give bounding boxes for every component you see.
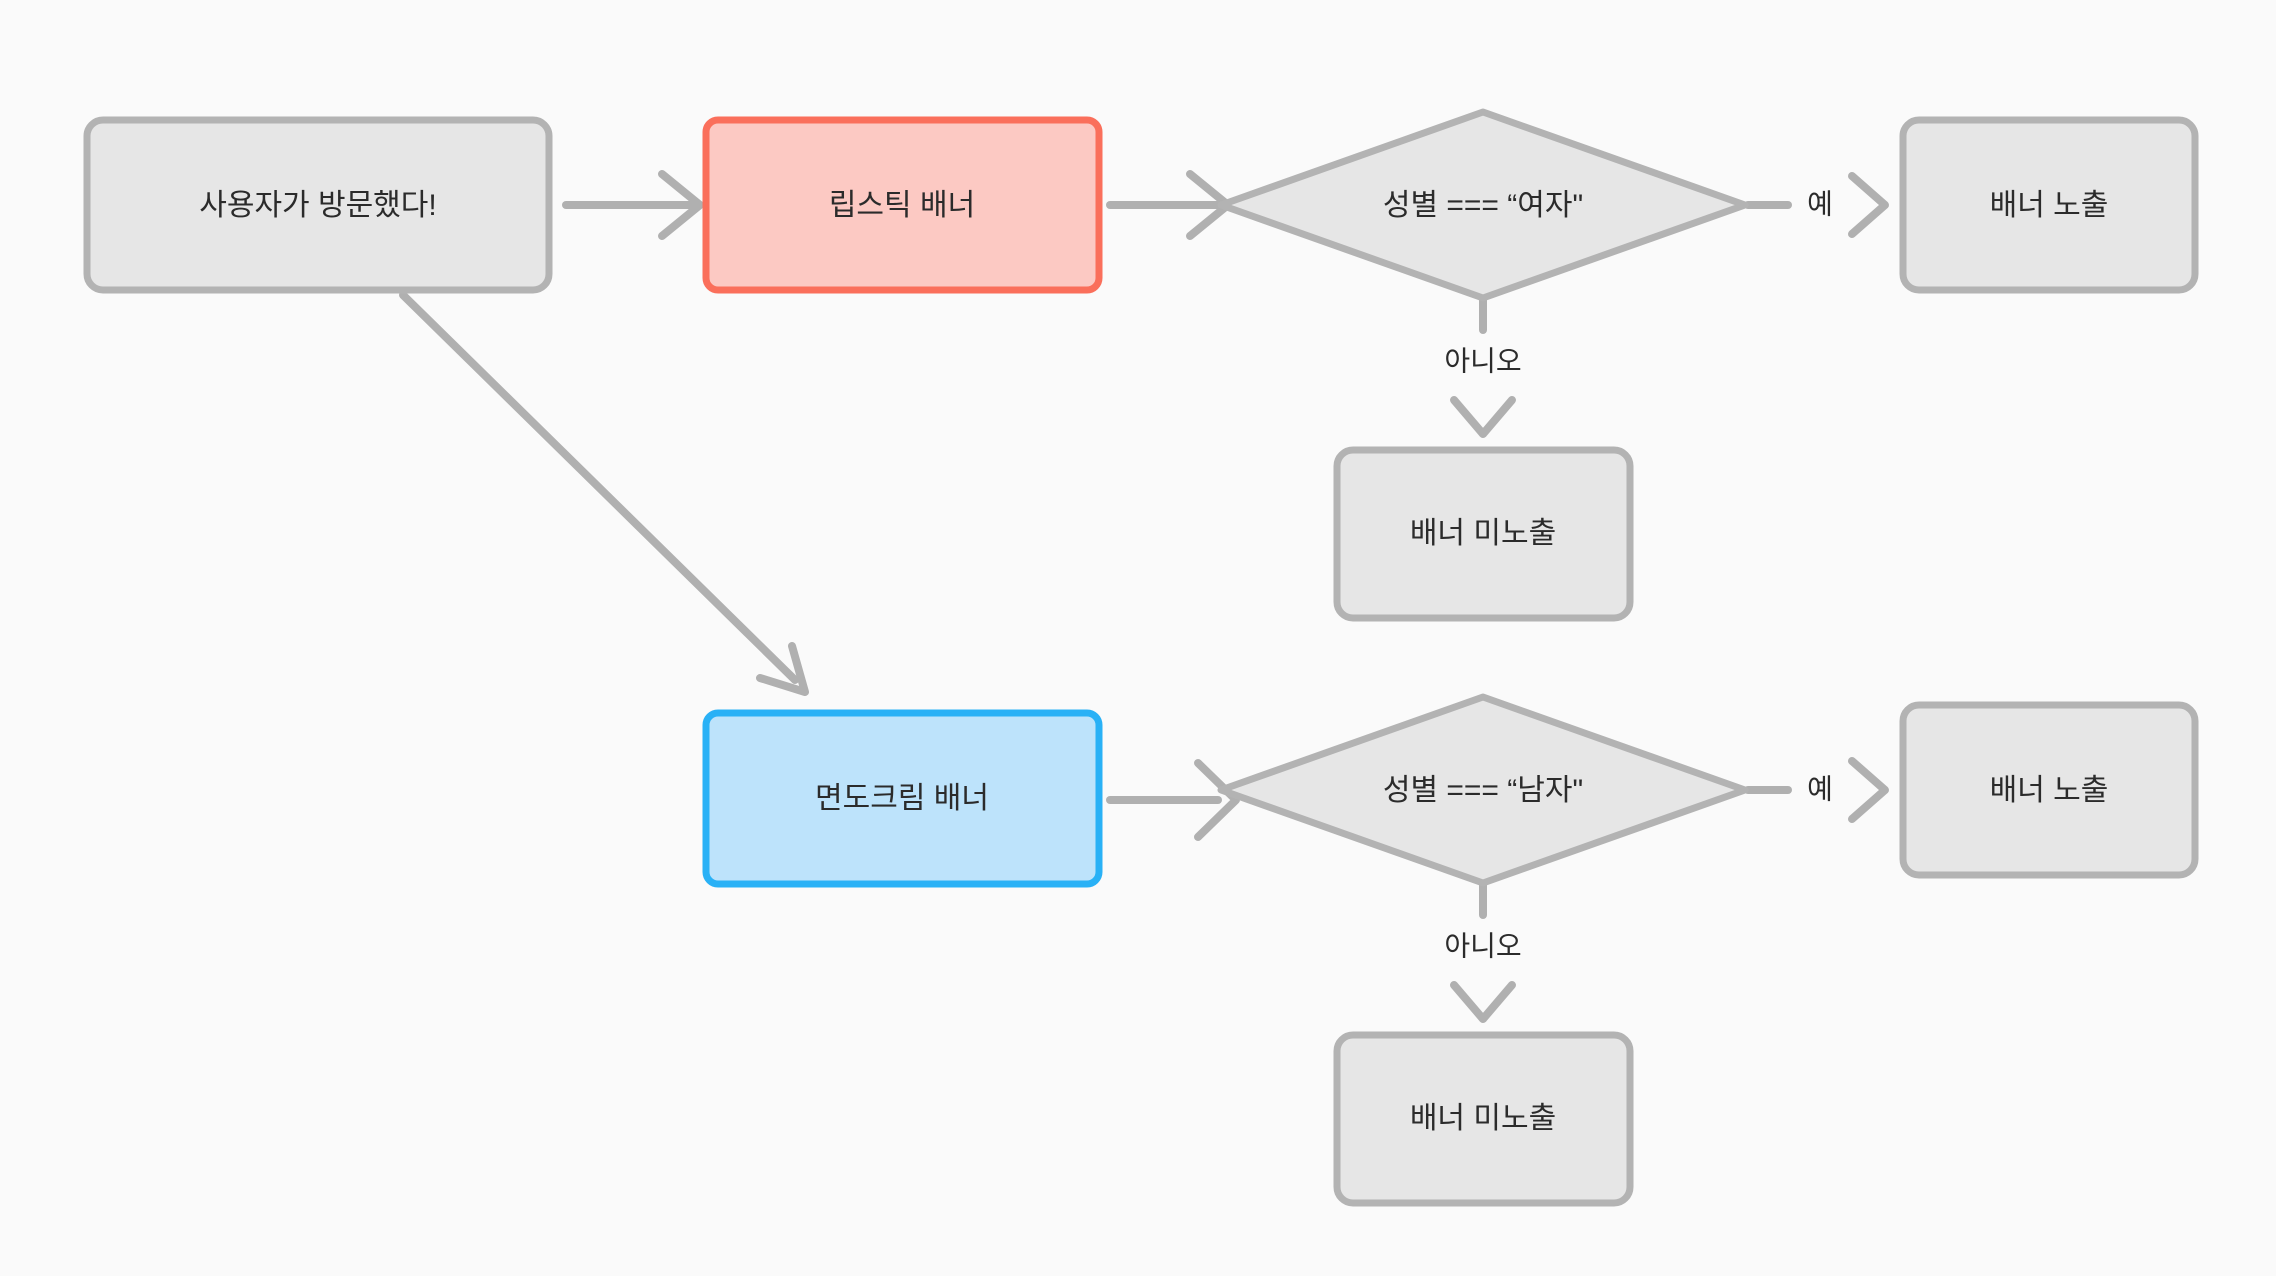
edge-label-no-bottom: 아니오 <box>1444 930 1521 961</box>
node-shape-rounded-rect <box>1333 1031 1634 1207</box>
node-shape-rounded-rect <box>702 709 1103 888</box>
node-shape-diamond <box>1217 108 1749 302</box>
node-label: 성별 === “여자" <box>1383 189 1583 222</box>
node-label: 배너 미노출 <box>1410 1102 1556 1135</box>
edge-cond-female-to-show-1: 예 <box>1744 172 1889 238</box>
node-label: 면도크림 배너 <box>815 782 989 815</box>
node-hide-banner-top[interactable]: 배너 미노출 <box>1333 446 1634 622</box>
node-show-banner-bottom[interactable]: 배너 노출 <box>1899 701 2199 879</box>
arrowhead-icon <box>658 170 704 240</box>
node-shaving-cream[interactable]: 면도크림 배너 <box>702 709 1103 888</box>
node-label: 립스틱 배너 <box>829 189 975 222</box>
edge-start-to-lipstick <box>562 170 704 240</box>
node-hide-banner-bottom[interactable]: 배너 미노출 <box>1333 1031 1634 1207</box>
edge-shavecream-to-cond-male <box>1106 759 1240 841</box>
arrowhead-icon <box>756 642 809 696</box>
node-show-banner-top[interactable]: 배너 노출 <box>1899 116 2199 294</box>
node-cond-female[interactable]: 성별 === “여자" <box>1217 108 1749 302</box>
edge-cond-male-to-hide-2: 아니오 <box>1444 873 1522 1023</box>
edge-label-no-top: 아니오 <box>1444 345 1521 376</box>
edge-label-yes-bottom: 예 <box>1807 773 1833 804</box>
node-label: 배너 미노출 <box>1410 517 1556 550</box>
arrowhead-icon <box>1450 981 1516 1023</box>
edge-cond-female-to-hide-1: 아니오 <box>1444 288 1522 438</box>
arrowhead-icon <box>1194 759 1240 841</box>
node-lipstick[interactable]: 립스틱 배너 <box>702 116 1103 294</box>
node-shape-rounded-rect <box>1899 701 2199 879</box>
arrowhead-icon <box>1450 396 1516 438</box>
node-label: 성별 === “남자" <box>1383 774 1583 807</box>
edge-line <box>399 291 799 684</box>
arrowhead-icon <box>1848 757 1889 823</box>
node-cond-male[interactable]: 성별 === “남자" <box>1217 693 1749 887</box>
edge-start-to-shavecream <box>399 291 809 696</box>
edge-lipstick-to-cond-female <box>1106 170 1232 240</box>
node-label: 사용자가 방문했다! <box>199 189 436 222</box>
node-shape-diamond <box>1217 693 1749 887</box>
node-shape-rounded-rect <box>83 116 553 294</box>
node-label: 배너 노출 <box>1990 774 2109 807</box>
node-shape-rounded-rect <box>1333 446 1634 622</box>
edge-cond-male-to-show-2: 예 <box>1744 757 1889 823</box>
node-start[interactable]: 사용자가 방문했다! <box>83 116 553 294</box>
node-label: 배너 노출 <box>1990 189 2109 222</box>
node-shape-rounded-rect <box>702 116 1103 294</box>
edge-label-yes-top: 예 <box>1807 188 1833 219</box>
arrowhead-icon <box>1848 172 1889 238</box>
node-shape-rounded-rect <box>1899 116 2199 294</box>
